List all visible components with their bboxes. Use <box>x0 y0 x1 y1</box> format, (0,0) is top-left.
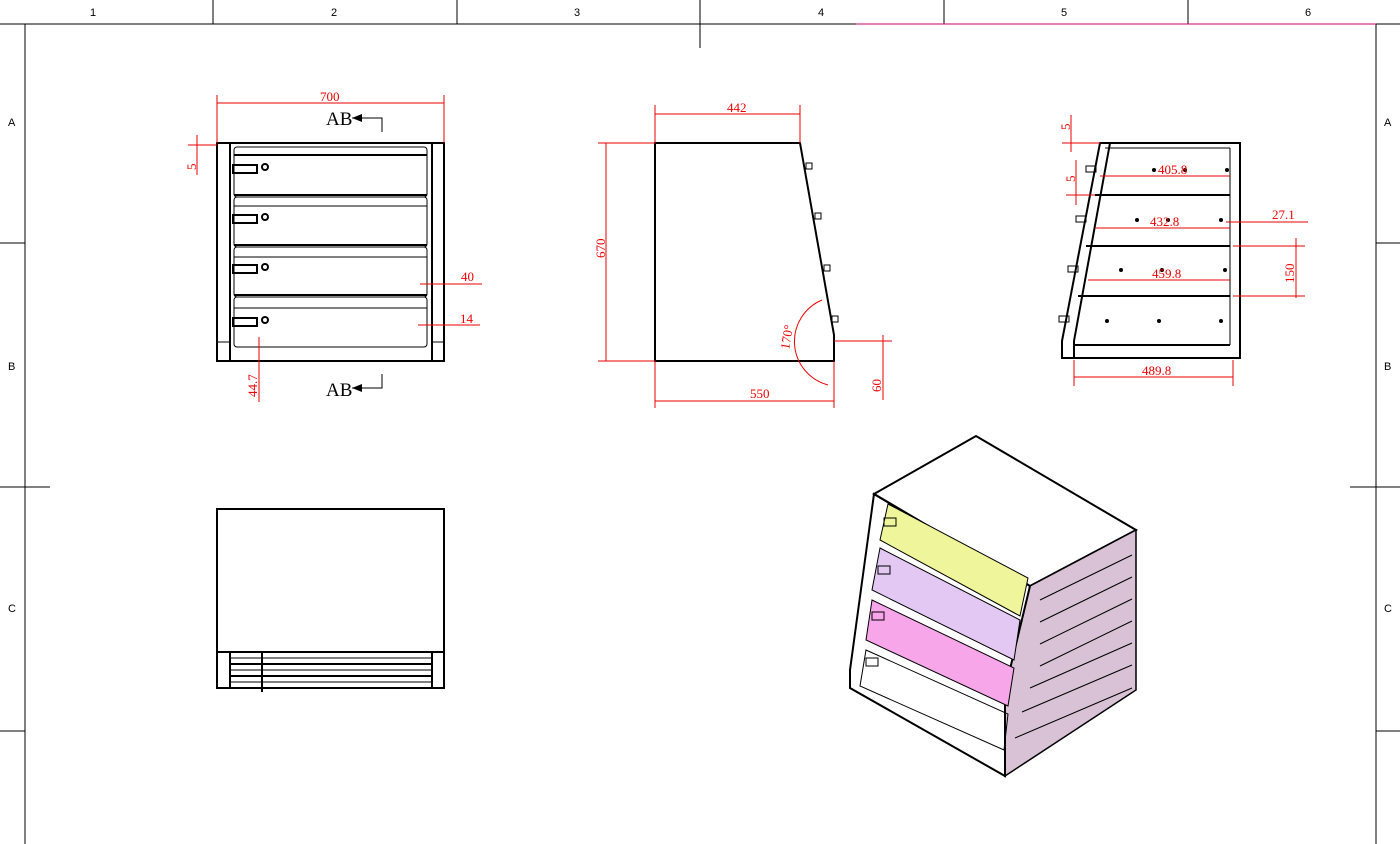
latch-icon <box>865 517 897 667</box>
latch-icon <box>1058 165 1097 323</box>
zone-col-6: 6 <box>1305 7 1311 19</box>
zone-col-1: 1 <box>90 7 96 19</box>
dim-gap-5: 5 <box>1063 176 1078 183</box>
dim-post-14: 14 <box>460 311 474 326</box>
zone-row-a-left: A <box>8 117 16 129</box>
section-view: 405.8 432.8 459.8 489.8 27.1 150 5 5 <box>1058 115 1308 386</box>
dim-top-442: 442 <box>727 100 747 115</box>
dim-top-gap-5: 5 <box>184 164 199 171</box>
dim-bottom-44-7: 44.7 <box>245 374 260 397</box>
dim-angle-170: 170° <box>777 324 796 351</box>
section-label-top: AB <box>326 109 352 130</box>
zone-row-b-right: B <box>1384 361 1391 373</box>
latch-icon <box>232 163 269 327</box>
isometric-view <box>849 434 1139 778</box>
zone-col-2: 2 <box>331 7 337 19</box>
bottom-view <box>216 508 445 692</box>
front-drawers <box>233 146 428 348</box>
zone-row-c-left: C <box>8 603 16 615</box>
zone-col-3: 3 <box>574 7 580 19</box>
dim-side-40: 40 <box>461 269 474 284</box>
dim-foot-60: 60 <box>869 379 884 392</box>
side-view: 442 670 550 60 170° <box>593 100 892 408</box>
front-view: 700 5 40 14 44.7 AB AB <box>184 89 482 402</box>
dim-shelf-405-8: 405.8 <box>1158 162 1187 177</box>
dim-offset-27-1: 27.1 <box>1272 207 1295 222</box>
zone-col-5: 5 <box>1061 7 1067 19</box>
dim-bottom-550: 550 <box>750 386 770 401</box>
zone-row-c-right: C <box>1384 603 1392 615</box>
dim-pitch-150: 150 <box>1282 264 1297 284</box>
dim-top-gap-5: 5 <box>1058 124 1073 131</box>
dim-height-670: 670 <box>593 239 608 259</box>
dim-shelf-459-8: 459.8 <box>1152 266 1181 281</box>
zone-row-b-left: B <box>8 361 15 373</box>
section-label-bottom: AB <box>326 380 352 401</box>
dim-width-700: 700 <box>320 89 340 104</box>
dim-shelf-432-8: 432.8 <box>1150 214 1179 229</box>
zone-col-4: 4 <box>818 7 824 19</box>
dim-shelf-489-8: 489.8 <box>1142 363 1171 378</box>
zone-row-a-right: A <box>1384 117 1392 129</box>
latch-icon <box>805 162 839 323</box>
